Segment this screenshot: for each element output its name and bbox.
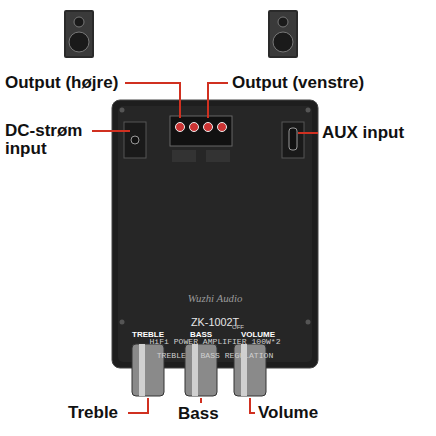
terminal-screw <box>176 123 185 132</box>
amplifier-board: Wuzhi AudioZK-1002THiFi POWER AMPLIFIER … <box>112 100 318 368</box>
leader-line <box>128 398 148 413</box>
callout-label: Bass <box>178 405 219 423</box>
callout-label: Volume <box>258 404 318 422</box>
speaker-left <box>64 10 94 58</box>
speaker-cabinet <box>64 10 94 58</box>
knob-label: OFF <box>232 324 244 330</box>
screw <box>120 320 125 325</box>
dc-jack <box>131 136 139 144</box>
callout-label: AUX input <box>322 124 404 142</box>
board-housing <box>112 100 318 368</box>
callout-label: Output (venstre) <box>232 74 364 92</box>
board-print: ZK-1002T <box>112 316 318 328</box>
screw <box>306 320 311 325</box>
terminal-mark <box>206 150 230 162</box>
knob-label: TREBLE <box>132 330 164 339</box>
speaker-cabinet <box>268 10 298 58</box>
terminal-screw <box>204 123 213 132</box>
knob-label: VOLUME <box>241 330 275 339</box>
speaker-front <box>270 12 296 56</box>
amplifier-board <box>112 100 318 368</box>
woofer <box>69 32 89 52</box>
leader-line <box>250 398 255 413</box>
tweeter <box>278 17 288 27</box>
leader-line <box>92 130 130 132</box>
aux-jack <box>289 128 297 150</box>
knob-label: BASS <box>190 330 212 339</box>
leader-line <box>208 83 228 118</box>
callout-label: Treble <box>68 404 118 422</box>
terminal-block <box>170 116 232 146</box>
speaker-front <box>66 12 92 56</box>
terminal-screw <box>218 123 227 132</box>
woofer <box>273 32 293 52</box>
tweeter <box>74 17 84 27</box>
leader-line <box>298 132 318 134</box>
board-print: Wuzhi Audio <box>112 292 318 304</box>
leader-lines <box>92 83 318 413</box>
dc-jack-panel <box>124 122 146 158</box>
screw <box>306 108 311 113</box>
terminal-mark <box>172 150 196 162</box>
knob-shine <box>139 344 145 396</box>
leader-line <box>200 398 202 403</box>
board-print: TREBLE - BASS REGULATION <box>112 351 318 360</box>
speaker-right <box>268 10 298 58</box>
aux-jack-panel <box>282 122 304 158</box>
callout-label: Output (højre) <box>5 74 118 92</box>
callout-label: DC-strøm input <box>5 122 89 158</box>
terminal-screw <box>190 123 199 132</box>
screw <box>120 108 125 113</box>
leader-line <box>125 83 180 118</box>
